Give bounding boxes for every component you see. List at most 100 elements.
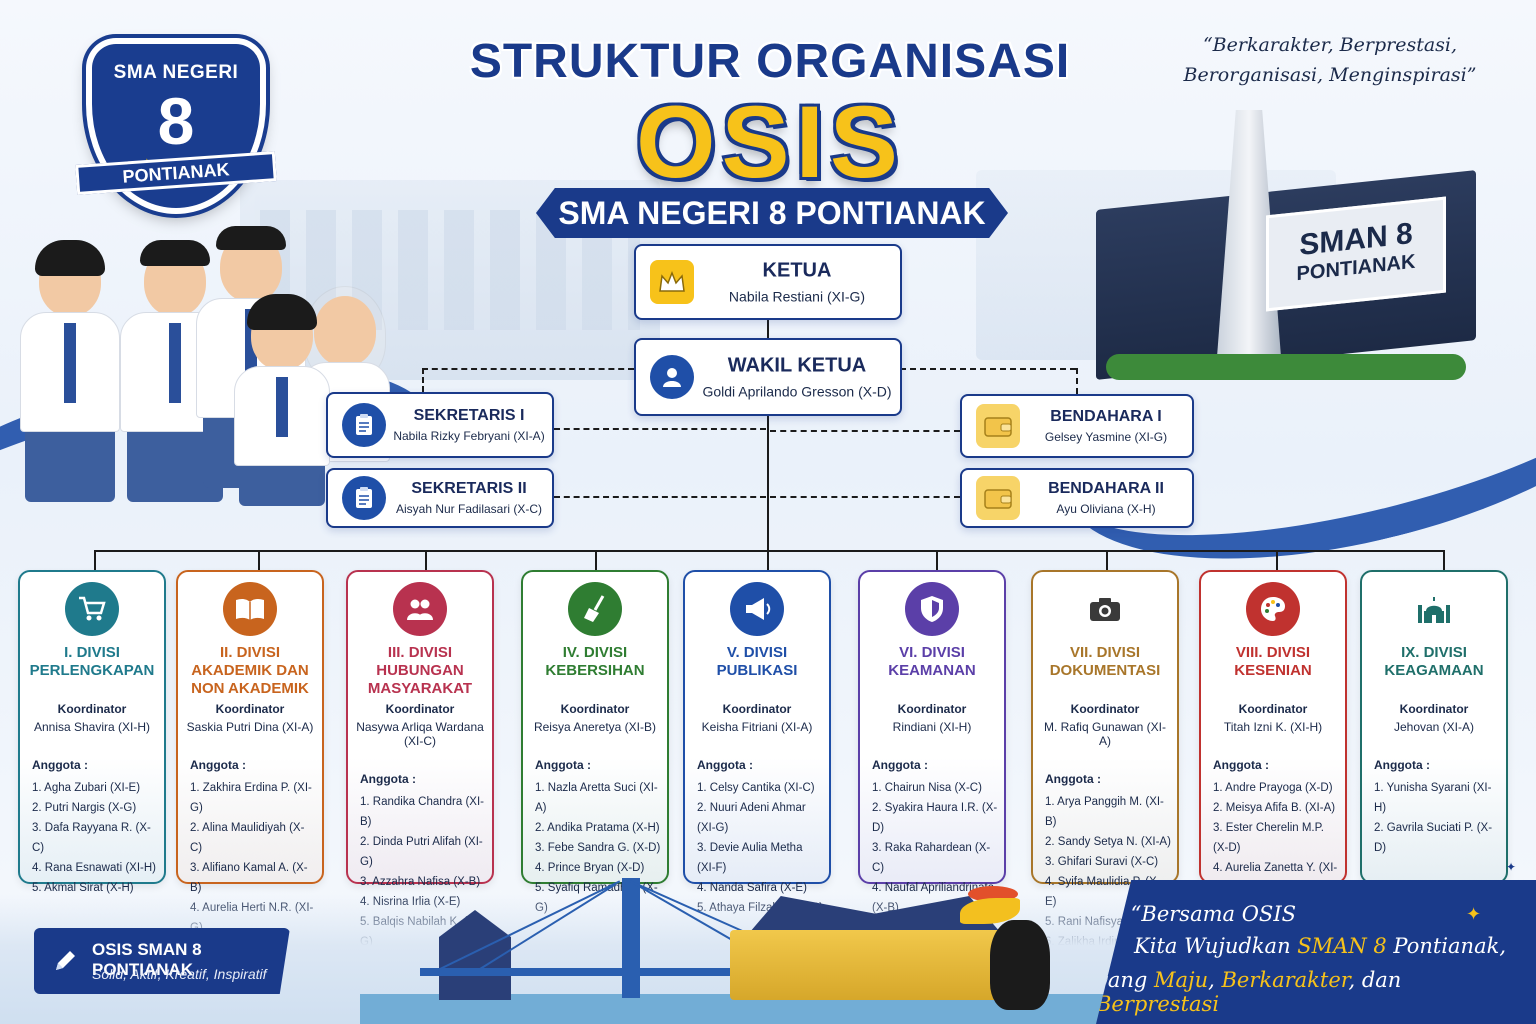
camera-icon [1078,582,1132,636]
koordinator-label: Koordinator [57,702,127,716]
traditional-house-illustration [730,930,1020,1000]
wallet-icon [976,476,1020,520]
node-bendahara-1: BENDAHARA I Gelsey Yasmine (XI-G) [960,394,1194,458]
division-card: VII. DIVISI DOKUMENTASI Koordinator M. Raf… [1031,570,1179,968]
connector-wakil-divisions [767,416,769,550]
anggota-label: Anggota : [535,758,591,772]
anggota-item: 3. Ghifari Suravi (X-C) [1045,856,1159,868]
motto-line-1: “Berkarakter, Berprestasi, [1202,34,1458,56]
footer-quote-line-2: Kita Wujudkan SMAN 8 Pontianak, [1134,934,1506,958]
division-title: IV. DIVISI KEBERSIHAN [545,644,645,679]
koordinator-name: Nasywa Arliqa Wardana (XI-C) [356,720,484,748]
anggota-item: 3. Devie Aulia Metha (XI-F) [697,842,803,874]
anggota-label: Anggota : [190,758,246,772]
anggota-list: 1. Agha Zubari (XI-E) 2. Putri Nargis (X-… [26,778,158,898]
koordinator-name: M. Rafiq Gunawan (XI-A) [1043,720,1167,748]
koordinator-label: Koordinator [385,702,455,716]
anggota-item: 4. Rana Esnawati (XI-H) [32,862,156,874]
page-title-osis: OSIS [636,85,904,199]
ketua-title: KETUA [762,259,832,282]
anggota-item: 2. Putri Nargis (X-G) [32,802,137,814]
division-title: II. DIVISI AKADEMIK DAN NON AKADEMIK [191,644,309,697]
anggota-item: 3. Azzahra Nafisa (X-B) [360,876,481,888]
connector-dashed [554,496,766,498]
sekretaris-2-name: Aisyah Nur Fadilasari (X-C) [395,502,543,516]
node-wakil-ketua: WAKIL KETUA Goldi Aprilando Gresson (X-D… [634,338,902,416]
division-title: IX. DIVISI KEAGAMAAN [1384,644,1484,679]
cart-icon [65,582,119,636]
footer-quote-line-3: yang Maju, Berkarakter, dan Berprestasi [1096,968,1402,1016]
koordinator-name: Annisa Shavira (XI-H) [33,720,151,734]
anggota-item: 2. Dinda Putri Alifah (XI-G) [360,836,483,868]
koordinator-label: Koordinator [1070,702,1140,716]
motto-line-2: Berorganisasi, Menginspirasi” [1183,64,1477,86]
koordinator-name: Reisya Aneretya (XI-B) [533,720,657,734]
sekretaris-1-name: Nabila Rizky Febryani (XI-A) [393,429,545,443]
koordinator-label: Koordinator [1399,702,1469,716]
anggota-item: 2. Nuuri Adeni Ahmar (XI-G) [697,802,806,834]
connector-division-bar [94,550,1444,552]
anggota-label: Anggota : [872,758,928,772]
koordinator-name: Titah Izni K. (XI-H) [1223,720,1323,734]
megaphone-icon [730,582,784,636]
node-ketua: KETUA Nabila Restiani (XI-G) [634,244,902,320]
anggota-item: 1. Celsy Cantika (XI-C) [697,782,815,794]
clipboard-icon [342,403,386,447]
wallet-icon [976,404,1020,448]
koordinator-label: Koordinator [897,702,967,716]
bendahara-2-name: Ayu Oliviana (X-H) [1056,502,1156,516]
crown-icon [650,260,694,304]
anggota-item: 1. Arya Panggih M. (XI-B) [1045,796,1164,828]
book-icon [223,582,277,636]
palette-icon [1246,582,1300,636]
anggota-label: Anggota : [1045,772,1101,786]
connector-ketua-wakil [767,318,769,340]
koordinator-name: Rindiani (XI-H) [892,720,972,734]
bridge-tower [622,878,640,998]
broom-icon [568,582,622,636]
anggota-item: 2. Andika Pratama (X-H) [535,822,660,834]
koordinator-label: Koordinator [722,702,792,716]
anggota-item: 2. Alina Maulidiyah (X-C) [190,822,305,854]
anggota-label: Anggota : [697,758,753,772]
page-subtitle-banner: SMA NEGERI 8 PONTIANAK [536,188,1008,238]
anggota-item: 1. Agha Zubari (XI-E) [32,782,141,794]
people-icon [393,582,447,636]
student-figure [20,240,120,502]
division-title: VIII. DIVISI KESENIAN [1234,644,1312,679]
anggota-item: 2. Meisya Afifa B. (XI-A) [1213,802,1336,814]
sekretaris-2-title: SEKRETARIS II [411,480,527,497]
division-title: VII. DIVISI DOKUMENTASI [1049,644,1161,679]
anggota-item: 3. Dafa Rayyana R. (X-C) [32,822,151,854]
division-title: V. DIVISI PUBLIKASI [716,644,798,679]
sparkle-icon: ✦ [1466,904,1482,924]
footer-tag-left: OSIS SMAN 8 PONTIANAK Solid, Aktif, Krea… [34,928,290,994]
anggota-item: 5. Akmal Sirat (X-H) [32,882,134,894]
node-bendahara-2: BENDAHARA II Ayu Oliviana (X-H) [960,468,1194,528]
school-logo-badge: SMA NEGERI 8 ★ ★ ★ PONTIANAK [75,38,277,214]
student-figure [234,294,330,506]
mosque-icon [1407,582,1461,636]
anggota-list: 1. Chairun Nisa (X-C)2. Syakira Haura I.… [866,778,998,918]
anggota-item: 3. Febe Sandra G. (X-D) [535,842,661,854]
anggota-item: 2. Sandy Setya N. (XI-A) [1045,836,1171,848]
koordinator-name: Keisha Fitriani (XI-A) [701,720,813,734]
anggota-item: 3. Ester Cherelin M.P. (X-D) [1213,822,1325,854]
anggota-item: 1. Yunisha Syarani (XI-H) [1374,782,1492,814]
motto-quote: “Berkarakter, Berprestasi, Berorganisasi… [1180,30,1480,90]
person-icon [650,355,694,399]
clipboard-icon [342,476,386,520]
connector-dashed [900,368,1076,370]
footer-left-tagline: Solid, Aktif, Kreatif, Inspiratif [92,966,267,982]
bendahara-1-title: BENDAHARA I [1050,408,1162,425]
connector-dashed [422,368,634,370]
anggota-item: 3. Raka Rahardean (X-C) [872,842,991,874]
anggota-item: 3. Alifiano Kamal A. (X-B) [190,862,308,894]
anggota-label: Anggota : [1213,758,1269,772]
school-monument-illustration: SMAN 8 PONTIANAK [1096,110,1476,400]
